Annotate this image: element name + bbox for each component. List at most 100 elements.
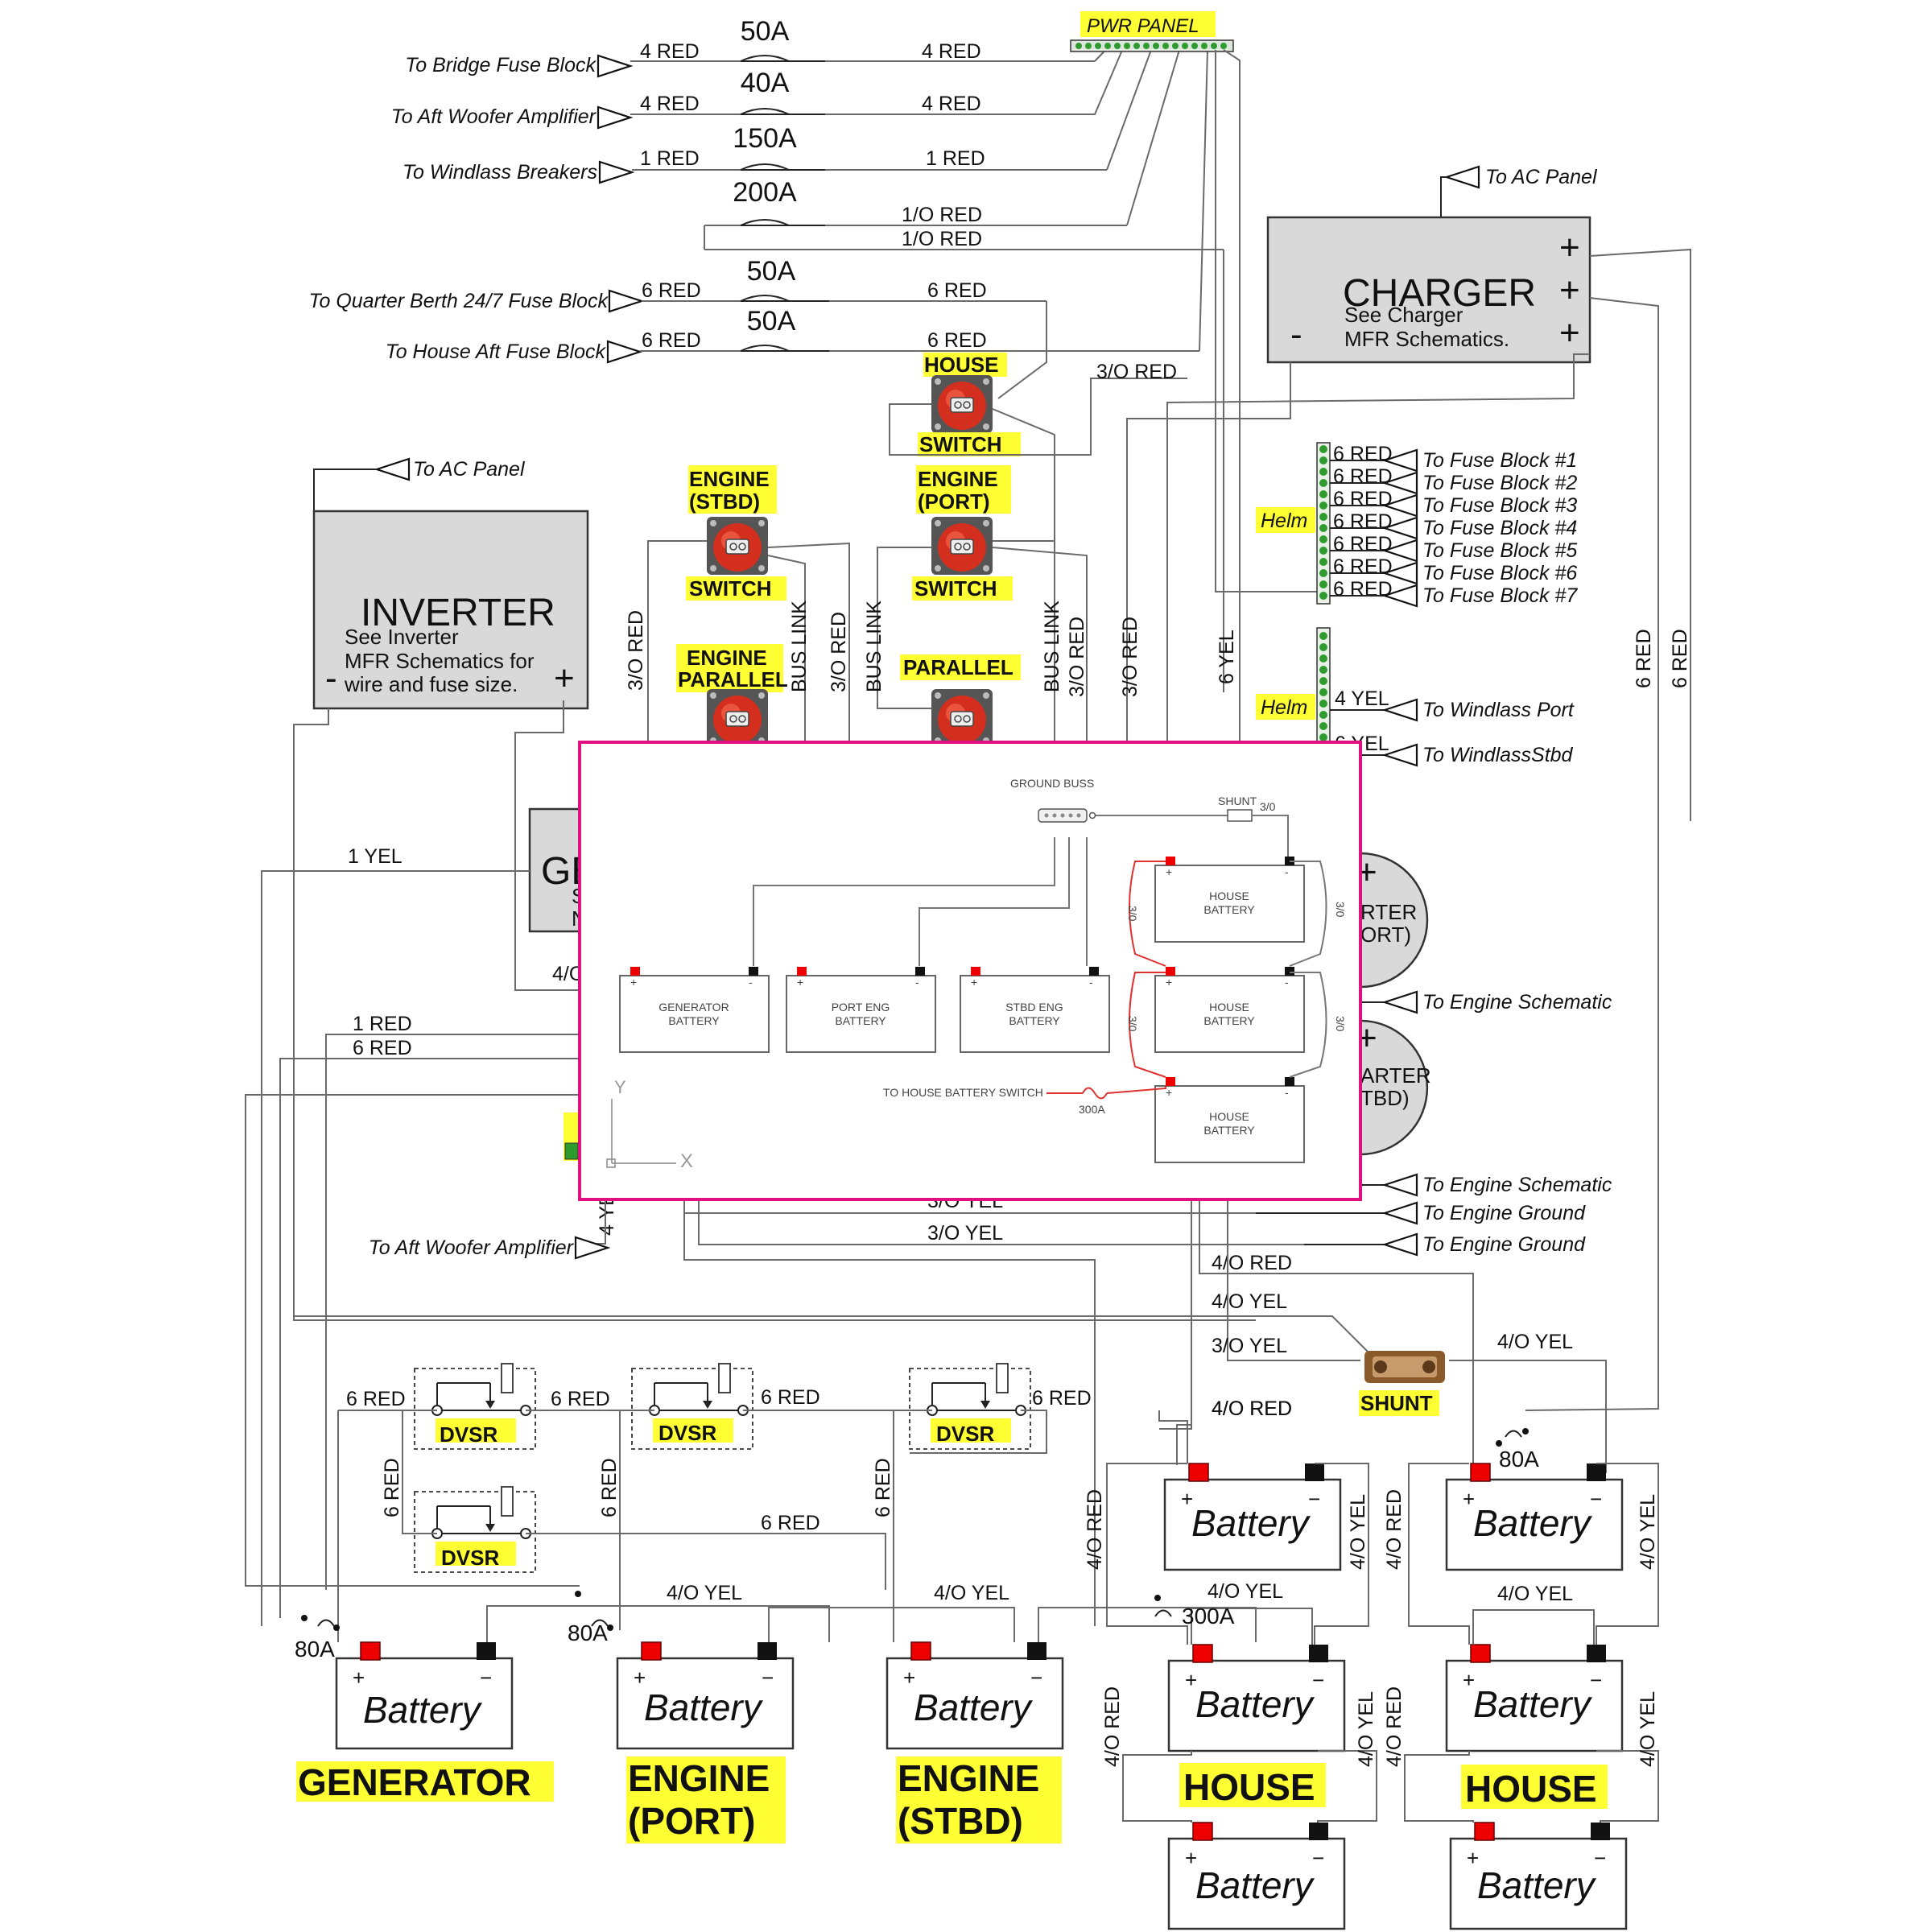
helm-fuse-block-1: To Fuse Block #1 xyxy=(1422,449,1577,472)
fuse-wire-left-5: 6 RED xyxy=(642,279,701,302)
dvsr-label-4: DVSR xyxy=(441,1546,499,1570)
engine-port-switch-top2: (PORT) xyxy=(918,489,990,514)
fuse-rows: To Bridge Fuse Block 4 RED 50A 4 RED To … xyxy=(309,16,1224,692)
inset-house-3-l1: HOUSE xyxy=(1209,1110,1249,1123)
wire-1-yel: 1 YEL xyxy=(348,845,402,868)
inverter-plus: + xyxy=(554,658,575,698)
inverter-minus: - xyxy=(325,658,337,698)
bank-label-house-1: HOUSE xyxy=(1183,1766,1315,1808)
house2-mid-plus: + xyxy=(1463,1668,1475,1692)
inset-house-1-l2: BATTERY xyxy=(1203,903,1255,916)
aft-woofer-bottom: To Aft Woofer Amplifier xyxy=(369,1236,575,1259)
helm-wire-7: 6 RED xyxy=(1333,578,1393,601)
dvsr-wire-7: 6 RED xyxy=(598,1458,621,1517)
charger: To AC Panel CHARGER See Charger MFR Sche… xyxy=(1126,165,1691,1411)
inset-port-l1: PORT ENG xyxy=(832,1001,890,1013)
inverter-note-1: See Inverter xyxy=(345,625,459,649)
dvsr-wire-4: 6 RED xyxy=(1032,1387,1092,1410)
bank-label-house-2: HOUSE xyxy=(1465,1768,1597,1810)
inset-house-1-plus: + xyxy=(1166,865,1172,878)
house1-wire-4o-red-top: 4/O RED xyxy=(1212,1397,1292,1420)
inset-stbd-l2: BATTERY xyxy=(1009,1014,1060,1027)
fuse-dest-1: To Bridge Fuse Block xyxy=(405,54,597,76)
stbd-wire-4o-yel: 4/O YEL xyxy=(934,1582,1009,1604)
inset-stbd-battery: + - STBD ENG BATTERY xyxy=(960,967,1110,1053)
engine-parallel-top1: ENGINE xyxy=(687,646,767,670)
engine-port-switch-knob[interactable] xyxy=(931,516,993,576)
engine-stbd-switch-top2: (STBD) xyxy=(689,489,760,514)
inset-wire-gray-2: 3/0 xyxy=(1334,1016,1347,1032)
wire-3o-yel-2: 3/O YEL xyxy=(927,1222,1003,1245)
inset-house-2-l1: HOUSE xyxy=(1209,1001,1249,1013)
inset-axis-x: X xyxy=(680,1150,693,1172)
house2-low-label: Battery xyxy=(1477,1864,1597,1906)
lower-wiring: 3/O YEL 3/O YEL 4/O RED 4/O YEL 3/O YEL … xyxy=(294,1190,1607,1626)
charger-plus-2: + xyxy=(1559,270,1580,310)
house2-wire-4o-yel-1: 4/O YEL xyxy=(1637,1494,1659,1570)
fuse-rating-3: 150A xyxy=(733,123,797,154)
engine-parallel-knob[interactable] xyxy=(706,688,769,748)
house2-fuse-80a: 80A xyxy=(1499,1447,1539,1472)
charger-title: CHARGER xyxy=(1343,272,1536,315)
inset-shunt: SHUNT xyxy=(1218,795,1257,807)
wire-3o-red-house: 3/O RED xyxy=(1119,617,1141,697)
house1-low-minus: − xyxy=(1312,1846,1324,1870)
house-wire-3o-red: 3/O RED xyxy=(1096,361,1177,383)
house2-wire-4o-yel: 4/O YEL xyxy=(1497,1583,1573,1605)
inset-gen-battery: + - GENERATOR BATTERY xyxy=(619,967,770,1053)
ground-buss-inset: GROUND BUSS SHUNT 3/0 + - HOUSE BATTERY … xyxy=(578,741,1362,1201)
port-wire-4o-yel: 4/O YEL xyxy=(667,1582,742,1604)
helm-windlass-port: To Windlass Port xyxy=(1422,699,1575,721)
helm-fuse-block-4: To Fuse Block #4 xyxy=(1422,517,1577,539)
starter-stbd-frag-1: ARTER xyxy=(1360,1063,1431,1088)
inset-house-1-minus: - xyxy=(1285,865,1289,878)
gen-fuse-80a: 80A xyxy=(295,1637,335,1662)
engine-stbd-switch-knob[interactable] xyxy=(706,516,769,576)
wire-bus-link-2: BUS LINK xyxy=(863,601,886,692)
house2-low-minus: − xyxy=(1594,1846,1606,1870)
parallel-switch-knob[interactable] xyxy=(931,688,993,748)
starter-port-frag-1: RTER xyxy=(1360,900,1417,924)
house2-wire-4o-red-1: 4/O RED xyxy=(1383,1489,1406,1570)
bank-label-stbd-2: (STBD) xyxy=(898,1800,1023,1842)
fuse-wire-right-3: 1 RED xyxy=(926,147,985,170)
engine-ground-1: To Engine Ground xyxy=(1422,1202,1586,1224)
helm-fuse-block-7: To Fuse Block #7 xyxy=(1422,584,1578,607)
inset-house-3-l2: BATTERY xyxy=(1203,1124,1255,1137)
inset-house-2-plus: + xyxy=(1166,976,1172,989)
house-switch-knob[interactable] xyxy=(931,374,993,434)
gen-battery-plus: + xyxy=(353,1666,365,1690)
fuse-dest-3: To Windlass Breakers xyxy=(402,161,597,184)
wire-1-red: 1 RED xyxy=(353,1013,412,1035)
helm-wire-3: 6 RED xyxy=(1333,488,1393,510)
inset-house-battery-1: + - HOUSE BATTERY xyxy=(1154,857,1305,943)
wire-4o-yel-right: 4/O YEL xyxy=(1497,1331,1573,1353)
dvsr-wire-6: 6 RED xyxy=(761,1512,820,1534)
charger-note-1: See Charger xyxy=(1344,303,1463,327)
dvsr-wire-8: 6 RED xyxy=(872,1458,894,1517)
inverter-ac-label: To AC Panel xyxy=(413,458,526,481)
house2-upper-plus: + xyxy=(1463,1487,1475,1511)
inset-axis-y: Y xyxy=(614,1077,626,1097)
fuse-rating-1: 50A xyxy=(741,16,790,47)
port-battery-minus: − xyxy=(762,1666,774,1690)
starters: + RTER ORT) To Engine Schematic + ARTER … xyxy=(1256,852,1612,1257)
helm-wire-6: 6 RED xyxy=(1333,555,1393,578)
dvsr-wire-3: 6 RED xyxy=(761,1386,820,1409)
stbd-battery-plus: + xyxy=(903,1666,915,1690)
inset-port-plus: + xyxy=(797,976,803,989)
helm-windlass-wire: 4 YEL xyxy=(1335,687,1389,710)
inverter-note-3: wire and fuse size. xyxy=(344,672,518,696)
fuse-dest-5: To Quarter Berth 24/7 Fuse Block xyxy=(309,290,609,312)
inset-house-2-minus: - xyxy=(1285,976,1289,989)
helm-windlass-stbd: To WindlassStbd xyxy=(1422,744,1574,766)
fuse-wire-right-1: 4 RED xyxy=(922,40,981,63)
house1-upper-label: Battery xyxy=(1191,1502,1311,1544)
house1-wire-4o-yel-2: 4/O YEL xyxy=(1355,1691,1377,1767)
charger-note-2: MFR Schematics. xyxy=(1344,327,1509,351)
inset-house-2-l2: BATTERY xyxy=(1203,1014,1255,1027)
inset-house-3-plus: + xyxy=(1166,1086,1172,1099)
fuse-rating-2: 40A xyxy=(741,68,790,98)
helm-wire-4: 6 RED xyxy=(1333,510,1393,533)
